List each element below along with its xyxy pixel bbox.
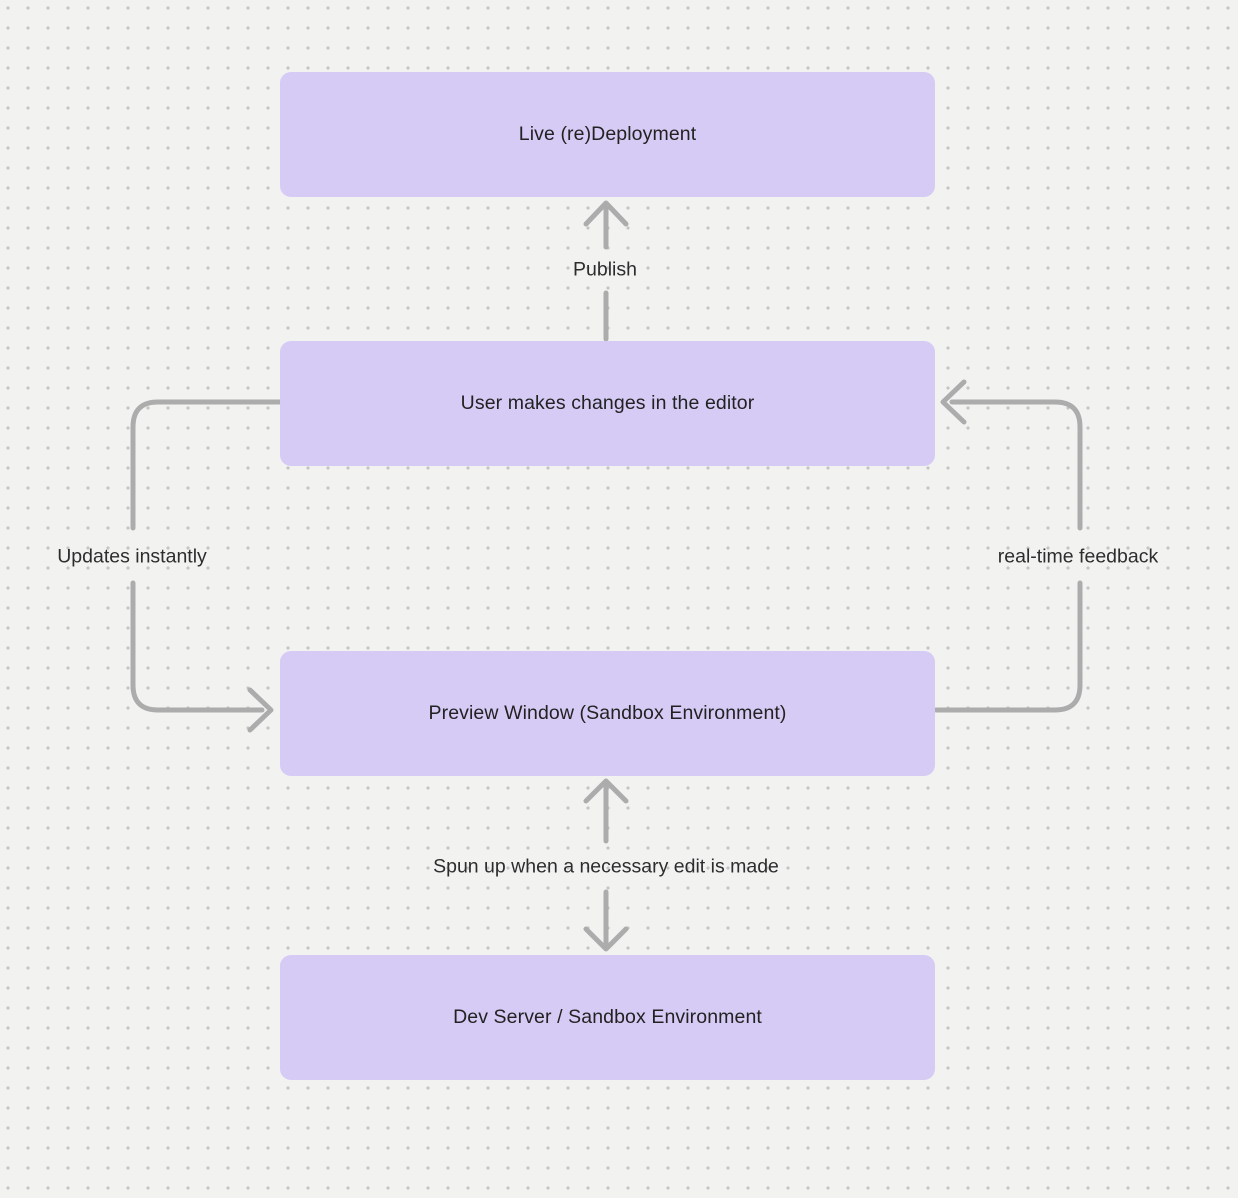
node-user-editor[interactable]: User makes changes in the editor <box>280 341 935 466</box>
node-user-editor-label: User makes changes in the editor <box>460 392 755 414</box>
edge-label-publish[interactable]: Publish <box>573 258 637 281</box>
edge-label-spun-up[interactable]: Spun up when a necessary edit is made <box>433 855 779 878</box>
arrowhead-left-icon <box>940 379 967 425</box>
node-preview-window[interactable]: Preview Window (Sandbox Environment) <box>280 651 935 776</box>
node-live-redeployment[interactable]: Live (re)Deployment <box>280 72 935 197</box>
node-dev-server[interactable]: Dev Server / Sandbox Environment <box>280 955 935 1080</box>
node-preview-window-label: Preview Window (Sandbox Environment) <box>428 702 787 724</box>
edge-label-real-time-feedback[interactable]: real-time feedback <box>997 545 1159 568</box>
edge-updates-instantly-arrow[interactable] <box>130 399 283 733</box>
arrowhead-up-icon <box>583 200 629 227</box>
edge-real-time-feedback-arrow[interactable] <box>933 379 1083 713</box>
edge-spun-up-arrow[interactable] <box>583 778 629 952</box>
arrowhead-right-icon <box>247 687 274 733</box>
arrowhead-down-icon <box>583 926 629 952</box>
arrowhead-up-icon <box>583 778 629 804</box>
edge-label-updates-instantly[interactable]: Updates instantly <box>57 545 207 568</box>
node-dev-server-label: Dev Server / Sandbox Environment <box>453 1006 762 1028</box>
node-live-redeployment-label: Live (re)Deployment <box>518 123 697 145</box>
edge-publish-arrow[interactable] <box>583 200 629 342</box>
